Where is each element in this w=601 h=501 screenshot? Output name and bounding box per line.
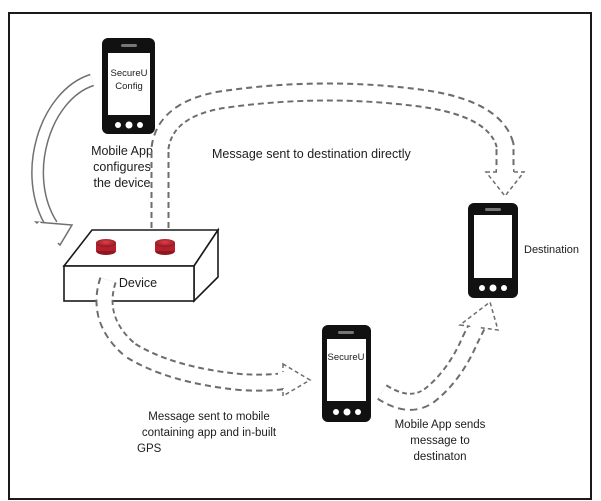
config-phone-screen-line1: SecureU	[111, 68, 148, 79]
device-label: Device	[119, 276, 157, 290]
secureu-phone-screen-label: SecureU	[328, 352, 365, 363]
config-caption-line2: configures	[93, 160, 151, 174]
direct-message-label: Message sent to destination directly	[212, 147, 411, 161]
mobile-message-line2: containing app and in-built	[142, 427, 277, 439]
secureu-phone: SecureU	[322, 325, 371, 422]
direct-message-arrow	[150, 82, 526, 238]
configure-arrow	[31, 73, 95, 247]
device: Device	[62, 227, 220, 303]
app-sends-line2: message to	[410, 435, 469, 447]
app-to-destination-arrow	[377, 300, 500, 411]
app-sends-line1: Mobile App sends	[395, 419, 486, 431]
device-red-button-left	[96, 239, 116, 255]
device-red-button-right	[155, 239, 175, 255]
config-caption-line1: Mobile App	[91, 144, 153, 158]
to-mobile-arrow	[95, 277, 312, 398]
mobile-message-line1: Message sent to mobile	[148, 411, 269, 423]
mobile-message-line3: GPS	[137, 443, 162, 455]
config-phone: SecureU Config	[102, 38, 155, 134]
app-sends-line3: destinaton	[413, 451, 466, 463]
config-phone-screen-line2: Config	[115, 81, 142, 92]
destination-phone	[468, 203, 518, 298]
destination-label: Destination	[524, 244, 579, 256]
config-caption-line3: the device	[94, 176, 151, 190]
